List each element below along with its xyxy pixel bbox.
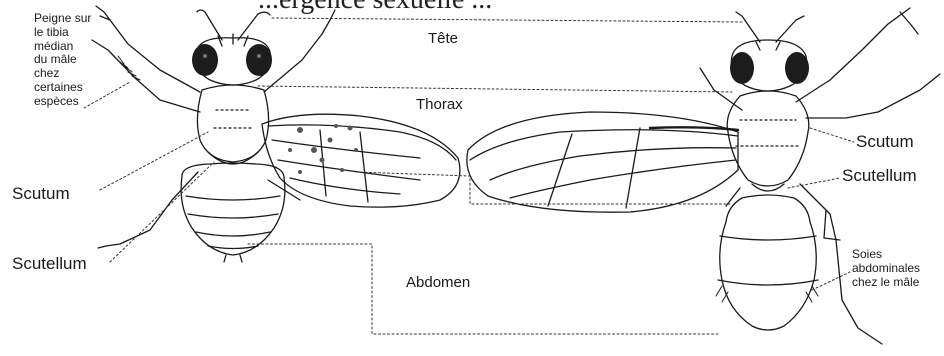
guide-tete bbox=[272, 18, 742, 22]
right-fly-midleg bbox=[806, 74, 940, 118]
label-peigne-line: Peigne sur bbox=[34, 12, 91, 26]
label-soies-line: chez le mâle bbox=[852, 276, 920, 290]
left-fly-wing bbox=[262, 114, 460, 207]
right-fly-left-hindleg bbox=[726, 188, 740, 206]
left-fly-midleg-comb bbox=[92, 40, 200, 112]
left-fly-eye-left bbox=[192, 44, 218, 76]
right-fly-antenna bbox=[736, 12, 804, 42]
right-fly-right-foreleg bbox=[796, 8, 910, 102]
label-scutum-right: Scutum bbox=[856, 132, 914, 152]
label-scutum-left: Scutum bbox=[12, 184, 70, 204]
guide-abdomen bbox=[248, 244, 718, 334]
guide-scutum-left bbox=[100, 132, 208, 190]
guide-soies bbox=[812, 272, 850, 290]
right-fly-thorax bbox=[727, 91, 809, 186]
right-fly-abdomen bbox=[720, 195, 817, 330]
guide-thorax bbox=[258, 86, 732, 92]
left-fly-eye-right bbox=[246, 44, 272, 76]
left-fly-right-foreleg bbox=[264, 20, 330, 92]
right-fly-eye-left bbox=[730, 52, 754, 84]
label-scutellum-left: Scutellum bbox=[12, 254, 87, 274]
guide-scutum-right bbox=[810, 128, 854, 142]
label-peigne-line: certaines bbox=[34, 81, 91, 95]
label-peigne: Peigne sur le tibia médian du mâle chez … bbox=[34, 12, 91, 109]
guide-wing-link bbox=[356, 172, 730, 204]
label-soies: Soies abdominales chez le mâle bbox=[852, 248, 920, 289]
label-soies-line: abdominales bbox=[852, 262, 920, 276]
left-fly-thorax bbox=[197, 85, 268, 162]
label-peigne-line: le tibia bbox=[34, 26, 91, 40]
label-abdomen: Abdomen bbox=[406, 274, 470, 291]
right-fly-scutellum bbox=[752, 184, 784, 191]
left-fly bbox=[92, 6, 460, 262]
label-peigne-line: du mâle bbox=[34, 53, 91, 67]
guide-scutellum-right bbox=[788, 178, 840, 188]
label-peigne-line: médian bbox=[34, 40, 91, 54]
label-peigne-line: chez bbox=[34, 67, 91, 81]
left-fly-foreleg bbox=[104, 12, 200, 92]
right-fly-eye-right bbox=[785, 52, 809, 84]
label-thorax: Thorax bbox=[416, 96, 463, 113]
label-soies-line: Soies bbox=[852, 248, 920, 262]
left-fly-abdomen bbox=[181, 163, 285, 255]
label-peigne-line: espèces bbox=[34, 95, 91, 109]
label-tete: Tête bbox=[428, 30, 458, 47]
guide-scutellum-left bbox=[110, 162, 214, 262]
label-scutellum-right: Scutellum bbox=[842, 166, 917, 186]
